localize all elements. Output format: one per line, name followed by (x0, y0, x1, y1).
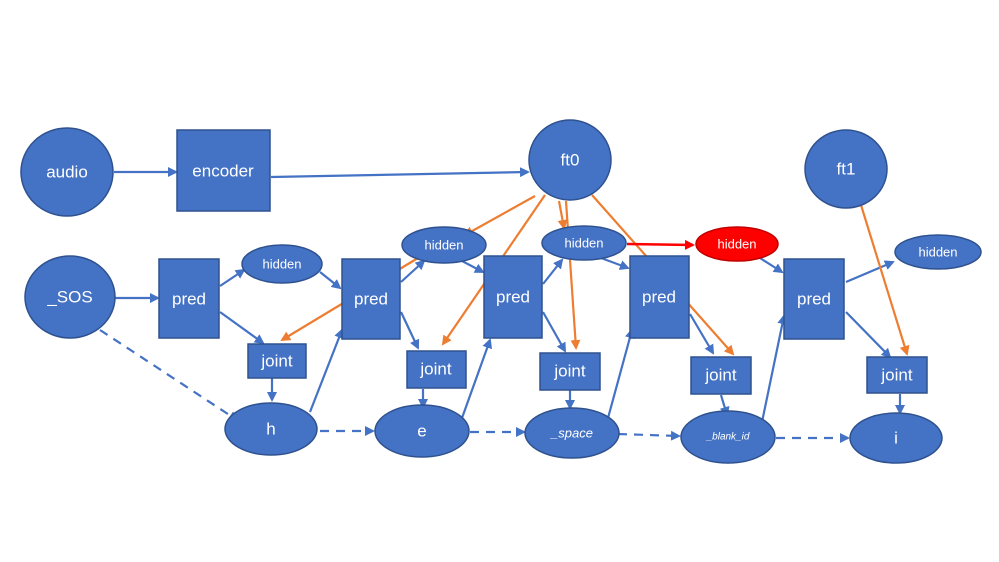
pred-label-5: pred (797, 290, 831, 309)
output-label-blank: _blank_id (706, 432, 750, 443)
sos-label: _SOS (46, 288, 92, 307)
joint-label-5: joint (880, 366, 912, 385)
output-label-space: _space (549, 426, 593, 441)
joint-label-2: joint (419, 360, 451, 379)
output-node-e: e (374, 404, 470, 458)
output-node-space: _space (524, 407, 620, 459)
pred-label-1: pred (172, 290, 206, 309)
edge-e-pred3 (460, 338, 493, 419)
edge-ft1-joint5 (859, 204, 910, 356)
edge-ft0-hidden3 (557, 200, 568, 230)
joint-node-4: joint (690, 356, 752, 395)
edge-pred5-joint5 (845, 311, 892, 359)
sos-node: _SOS (24, 255, 116, 339)
ft1-label: ft1 (837, 160, 856, 179)
edge-h-pred2 (308, 328, 344, 413)
pred-node-2: pred (341, 258, 401, 340)
joint-label-1: joint (260, 352, 292, 371)
edge-hidden2-pred3 (461, 260, 485, 273)
encoder-node: encoder (176, 129, 271, 212)
output-node-h: h (224, 402, 318, 456)
hidden-label-1: hidden (262, 257, 301, 272)
joint-node-1: joint (247, 343, 307, 379)
edge-encoder-ft0 (270, 167, 530, 179)
edge-space-blank-dashed (617, 430, 681, 441)
edge-ft0-hidden2 (463, 195, 536, 236)
pred-label-2: pred (354, 290, 388, 309)
output-node-blank: _blank_id (680, 410, 776, 464)
hidden-label-4: hidden (717, 237, 756, 252)
nodes: audio encoder ft0 ft1 _SOS pred pred (20, 119, 982, 464)
output-label-e: e (417, 422, 426, 441)
edge-hidden3-red-hidden (626, 239, 695, 250)
edge-space-pred4 (606, 328, 635, 419)
edge-pred2-hidden2 (400, 259, 426, 283)
ft0-label: ft0 (561, 151, 580, 170)
pred-label-4: pred (642, 288, 676, 307)
output-node-i: i (849, 412, 943, 464)
output-label-h: h (266, 420, 275, 439)
edge-pred1-joint1 (219, 311, 265, 345)
hidden-node-1: hidden (241, 244, 323, 284)
joint-node-3: joint (539, 352, 601, 391)
joint-node-5: joint (866, 356, 928, 394)
edge-red-hidden-pred5 (759, 257, 784, 274)
ft0-node: ft0 (528, 119, 612, 201)
pred-node-3: pred (483, 255, 543, 339)
hidden-label-3: hidden (564, 236, 603, 251)
audio-label: audio (46, 163, 88, 182)
edge-sos-h-dashed (99, 329, 239, 422)
hidden-label-5: hidden (918, 245, 957, 260)
ft1-node: ft1 (804, 129, 888, 209)
hidden-node-2: hidden (401, 226, 487, 264)
edge-pred3-hidden3 (542, 258, 564, 285)
encoder-label: encoder (192, 162, 254, 181)
pred-node-5: pred (783, 258, 845, 340)
edge-pred2-joint2 (400, 311, 420, 350)
output-label-i: i (894, 429, 898, 448)
edge-pred4-joint4 (689, 313, 715, 355)
edge-blank-pred5 (760, 314, 788, 423)
joint-node-2: joint (406, 350, 467, 389)
pred-label-3: pred (496, 288, 530, 307)
edge-pred3-joint3 (542, 311, 566, 353)
edge-hidden3-pred4 (600, 256, 630, 270)
joint-label-4: joint (704, 366, 736, 385)
joint-label-3: joint (553, 362, 585, 381)
edge-pred5-hidden5 (845, 260, 895, 284)
audio-node: audio (20, 127, 114, 217)
pred-node-1: pred (158, 258, 220, 339)
edge-pred1-hidden1 (219, 268, 246, 287)
pred-node-4: pred (629, 255, 690, 339)
edges (99, 167, 910, 443)
hidden-node-5: hidden (894, 234, 982, 270)
hidden-node-4-highlight: hidden (695, 226, 779, 262)
hidden-node-3: hidden (541, 225, 627, 261)
edge-hidden1-pred2 (319, 271, 342, 290)
hidden-label-2: hidden (424, 238, 463, 253)
edge-ft0-joint3 (564, 200, 581, 350)
